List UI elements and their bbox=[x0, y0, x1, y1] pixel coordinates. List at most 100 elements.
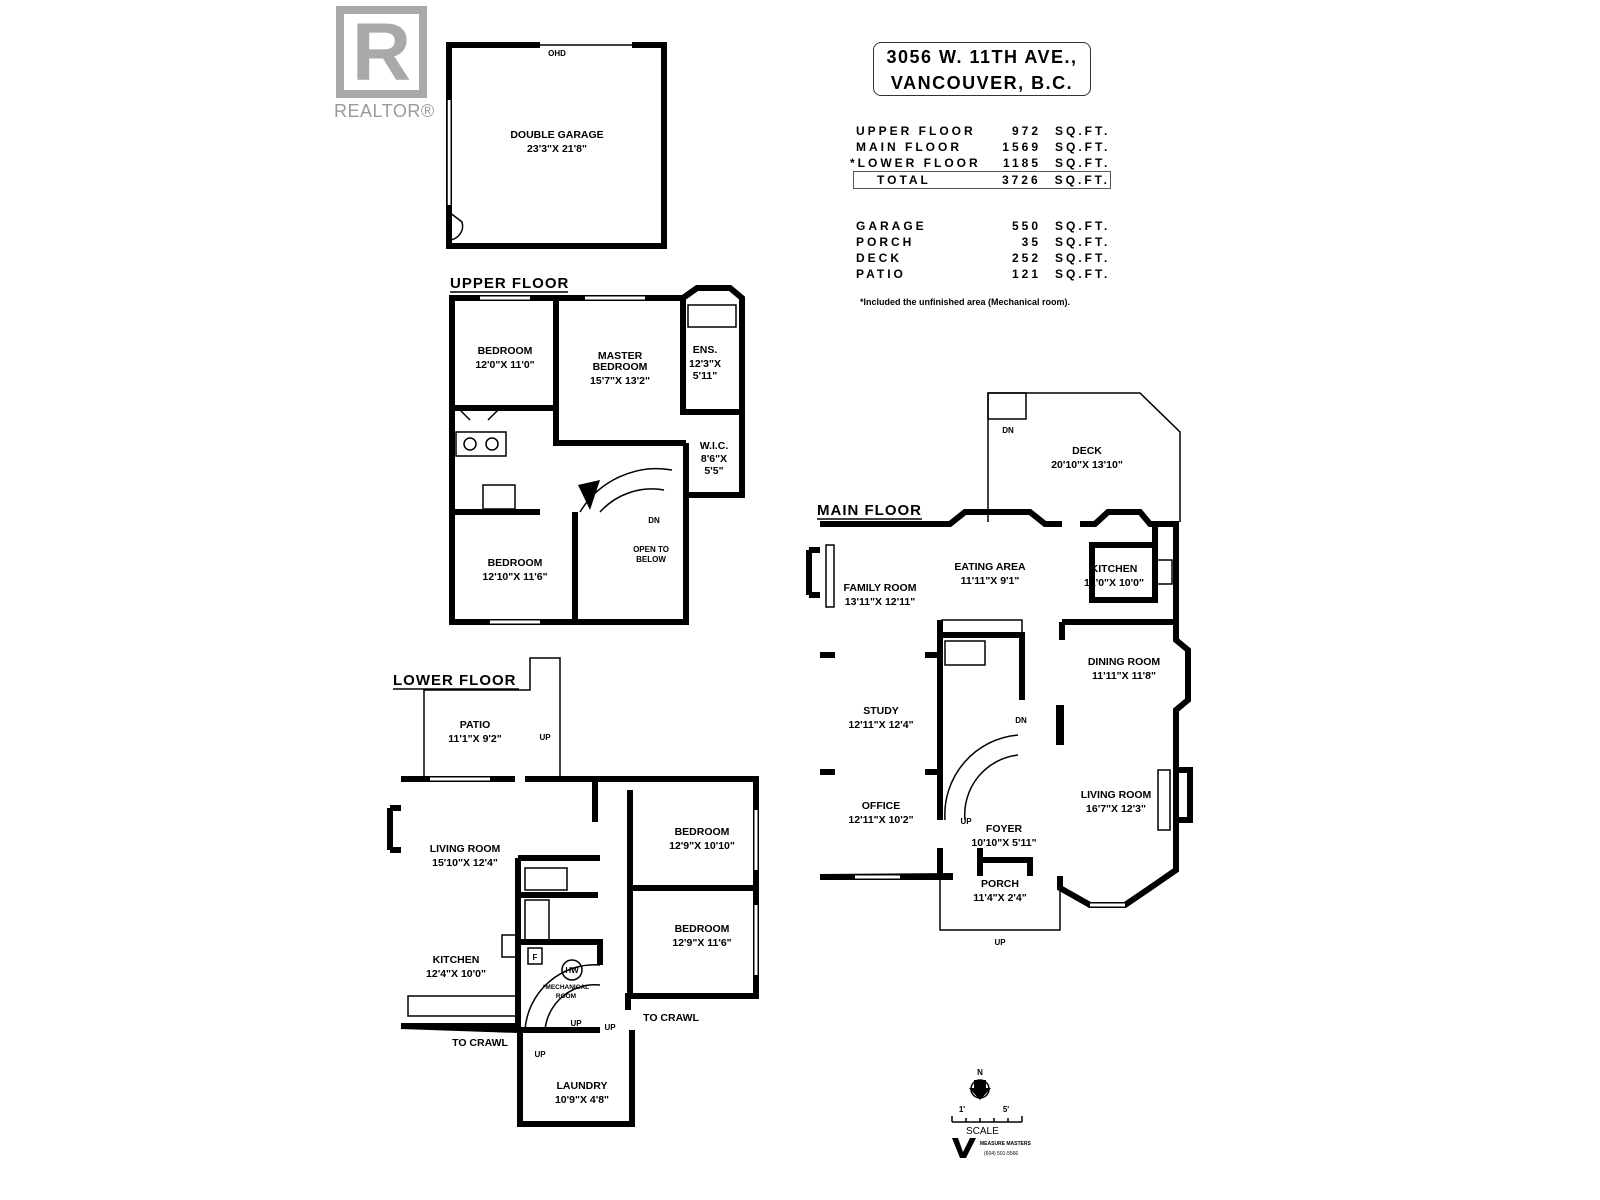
garage-plan: OHD DOUBLE GARAGE 23'3"X 21'8" bbox=[446, 42, 667, 249]
lower-up2-label: UP bbox=[604, 1023, 616, 1032]
plan-line bbox=[482, 484, 516, 510]
lower-bedroom1-dims: 12'9"X 10'10" bbox=[669, 840, 735, 852]
maker-phone: (604) 501-5566 bbox=[984, 1151, 1018, 1157]
plan-line bbox=[578, 480, 600, 510]
upper-bedroom1-name: BEDROOM bbox=[478, 345, 533, 357]
open-to-label: OPEN TO bbox=[633, 545, 669, 554]
main-floor-title: MAIN FLOOR bbox=[817, 502, 922, 519]
realtor-logo-text: REALTOR® bbox=[334, 101, 435, 121]
patio-up-label: UP bbox=[539, 733, 551, 742]
compass-scale: N 1' 5' SCALE MEASURE MASTERS (604) 501-… bbox=[951, 1068, 1032, 1158]
study-name: STUDY bbox=[863, 705, 899, 717]
plan-line bbox=[455, 431, 507, 457]
north-label: N bbox=[977, 1068, 983, 1077]
main-living-room-name: LIVING ROOM bbox=[1081, 789, 1152, 801]
patio-dims: 11'1"X 9'2" bbox=[448, 733, 502, 745]
plan-line bbox=[941, 619, 1023, 636]
laundry-dims: 10'9"X 4'8" bbox=[555, 1094, 609, 1106]
f-label: F bbox=[533, 953, 538, 962]
porch-up-label: UP bbox=[994, 938, 1006, 947]
plan-line bbox=[987, 392, 1181, 522]
plan-line bbox=[1157, 769, 1171, 831]
porch-name: PORCH bbox=[981, 878, 1019, 890]
plan-line bbox=[463, 437, 477, 451]
main-kitchen-dims: 12'0"X 10'0" bbox=[1084, 577, 1144, 589]
ensuite-name: ENS. bbox=[693, 344, 718, 356]
wall bbox=[680, 298, 742, 415]
wall bbox=[937, 848, 983, 876]
realtor-logo: R bbox=[336, 6, 427, 98]
wall bbox=[449, 285, 745, 625]
wall bbox=[515, 790, 756, 1026]
master-dims: 15'7"X 13'2" bbox=[590, 375, 650, 387]
wall bbox=[452, 509, 578, 622]
plan-line bbox=[527, 947, 543, 965]
deck-name: DECK bbox=[1072, 445, 1102, 457]
wic-dims2: 5'5" bbox=[704, 465, 723, 477]
main-dn-label: DN bbox=[1015, 716, 1027, 725]
address-line1: 3056 W. 11TH AVE., bbox=[886, 47, 1078, 67]
upper-dn-label: DN bbox=[648, 516, 660, 525]
to-crawl-left: TO CRAWL bbox=[452, 1037, 508, 1049]
garage-name: DOUBLE GARAGE bbox=[510, 129, 603, 141]
lower-bedroom1-name: BEDROOM bbox=[675, 826, 730, 838]
study-dims: 12'11"X 12'4" bbox=[848, 719, 913, 731]
wall bbox=[819, 509, 1191, 908]
lower-living-room-dims: 15'10"X 12'4" bbox=[432, 857, 498, 869]
maker-label: MEASURE MASTERS bbox=[980, 1141, 1032, 1147]
hw-label: HW bbox=[565, 966, 579, 975]
to-crawl-right: TO CRAWL bbox=[643, 1012, 699, 1024]
scale-end: 5' bbox=[1003, 1105, 1009, 1114]
plan-line bbox=[825, 544, 835, 608]
main-kitchen-name: KITCHEN bbox=[1091, 563, 1138, 575]
plan-line bbox=[423, 657, 561, 777]
upper-floor-plan: UPPER FLOOR BEDROOM 12'0"X 11'0" MASTER … bbox=[449, 275, 745, 625]
lower-floor-plan: UP PATIO 11'1"X 9'2" LOWER FLOOR LIVING … bbox=[387, 657, 759, 1127]
plan-line bbox=[485, 437, 499, 451]
address-line2: VANCOUVER, B.C. bbox=[890, 73, 1074, 93]
patio-name: PATIO bbox=[460, 719, 491, 731]
deck-dn-label: DN bbox=[1002, 426, 1014, 435]
lower-up3-label: UP bbox=[534, 1050, 546, 1059]
lower-up1-label: UP bbox=[570, 1019, 582, 1028]
main-living-room-dims: 16'7"X 12'3" bbox=[1086, 803, 1146, 815]
plan-line bbox=[561, 959, 583, 981]
wic-name: W.I.C. bbox=[700, 440, 729, 452]
wall bbox=[1059, 619, 1176, 640]
office-name: OFFICE bbox=[862, 800, 901, 812]
scale-label: SCALE bbox=[966, 1126, 999, 1137]
ohd-label: OHD bbox=[548, 49, 566, 58]
family-room-dims: 13'11"X 12'11" bbox=[845, 596, 915, 608]
mechanical-room-label: ROOM bbox=[556, 993, 576, 1000]
laundry-name: LAUNDRY bbox=[557, 1080, 608, 1092]
plan-line bbox=[987, 392, 1027, 420]
plan-line bbox=[501, 934, 517, 958]
eating-area-dims: 11'11"X 9'1" bbox=[961, 575, 1020, 587]
scale-start: 1' bbox=[959, 1105, 965, 1114]
plan-line bbox=[687, 304, 737, 328]
lower-kitchen-dims: 12'4"X 10'0" bbox=[426, 968, 486, 980]
plan-line bbox=[407, 995, 519, 1017]
main-up-label: UP bbox=[960, 817, 972, 826]
plan-line bbox=[939, 876, 1061, 931]
wall bbox=[806, 547, 820, 598]
mechanical-label: *MECHANICAL bbox=[543, 984, 589, 991]
foyer-name: FOYER bbox=[986, 823, 1023, 835]
plan-line bbox=[944, 734, 1019, 821]
lower-kitchen-name: KITCHEN bbox=[433, 954, 480, 966]
porch-dims: 11'4"X 2'4" bbox=[973, 892, 1027, 904]
lower-bedroom2-dims: 12'9"X 11'6" bbox=[672, 937, 731, 949]
ensuite-dims2: 5'11" bbox=[693, 370, 717, 382]
wall bbox=[937, 620, 1025, 820]
ensuite-dims1: 12'3"X bbox=[689, 358, 721, 370]
upper-floor-title: UPPER FLOOR bbox=[450, 275, 569, 292]
wall bbox=[446, 42, 667, 249]
plan-line bbox=[524, 964, 601, 1031]
